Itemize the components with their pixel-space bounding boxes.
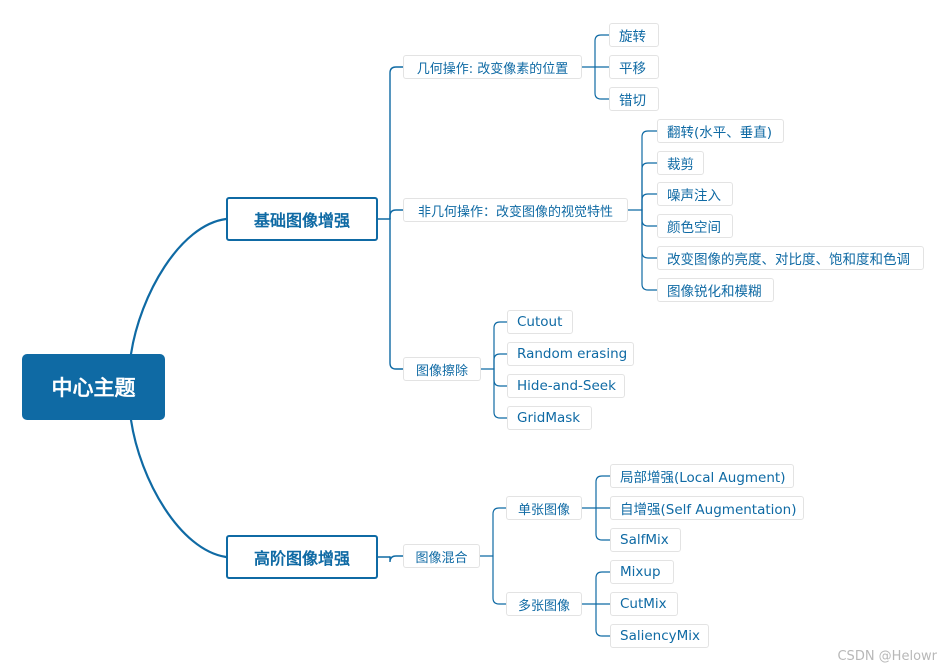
connector-line (492, 507, 507, 557)
connector-line (129, 217, 228, 356)
leaf-sharpen-blur[interactable]: 图像锐化和模糊 (657, 278, 774, 302)
leaf-salfmix[interactable]: SalfMix (610, 528, 681, 552)
connector-line (641, 209, 658, 227)
leaf-cutout[interactable]: Cutout (507, 310, 573, 334)
topic-non-geometric-ops[interactable]: 非几何操作：改变图像的视觉特性 (403, 198, 628, 222)
connector-line (641, 162, 658, 211)
topic-geometric-ops[interactable]: 几何操作: 改变像素的位置 (403, 55, 582, 79)
topic-multiple-images[interactable]: 多张图像 (506, 592, 582, 616)
connector-line (389, 218, 404, 370)
watermark: CSDN @Helowr (837, 649, 937, 664)
leaf-hide-and-seek[interactable]: Hide-and-Seek (507, 374, 625, 398)
leaf-self-augmentation[interactable]: 自增强(Self Augmentation) (610, 496, 804, 520)
connector-line (129, 418, 228, 559)
connector-line (641, 209, 658, 291)
connector-line (389, 555, 404, 563)
leaf-gridmask[interactable]: GridMask (507, 406, 592, 430)
leaf-mixup[interactable]: Mixup (610, 560, 674, 584)
leaf-color-space[interactable]: 颜色空间 (657, 214, 733, 238)
leaf-random-erasing[interactable]: Random erasing (507, 342, 634, 366)
leaf-flip[interactable]: 翻转(水平、垂直) (657, 119, 784, 143)
connector-line (641, 130, 658, 211)
topic-image-mixing[interactable]: 图像混合 (403, 544, 480, 568)
root-topic[interactable]: 中心主题 (22, 354, 165, 420)
topic-single-image[interactable]: 单张图像 (506, 496, 582, 520)
connector-line (595, 507, 611, 541)
leaf-noise-injection[interactable]: 噪声注入 (657, 182, 733, 206)
connector-line (641, 209, 658, 259)
connector-line (493, 368, 508, 419)
connector-line (389, 66, 404, 220)
connector-line (493, 321, 508, 370)
leaf-saliencymix[interactable]: SaliencyMix (610, 624, 709, 648)
leaf-translation[interactable]: 平移 (609, 55, 659, 79)
branch-basic-augmentation[interactable]: 基础图像增强 (226, 197, 378, 241)
connector-line (594, 34, 610, 68)
connector-line (493, 368, 508, 387)
leaf-shear[interactable]: 错切 (609, 87, 659, 111)
leaf-crop[interactable]: 裁剪 (657, 151, 704, 175)
connector-line (493, 353, 508, 370)
branch-advanced-augmentation[interactable]: 高阶图像增强 (226, 535, 378, 579)
connector-line (595, 603, 611, 637)
topic-image-erasing[interactable]: 图像擦除 (403, 357, 481, 381)
connector-line (641, 193, 658, 211)
connector-line (492, 555, 507, 605)
leaf-rotation[interactable]: 旋转 (609, 23, 659, 47)
leaf-brightness-contrast[interactable]: 改变图像的亮度、对比度、饱和度和色调 (657, 246, 924, 270)
connector-line (595, 475, 611, 509)
leaf-local-augment[interactable]: 局部增强(Local Augment) (610, 464, 794, 488)
connector-line (595, 571, 611, 605)
connector-line (389, 209, 404, 220)
leaf-cutmix[interactable]: CutMix (610, 592, 678, 616)
connector-line (594, 66, 610, 100)
